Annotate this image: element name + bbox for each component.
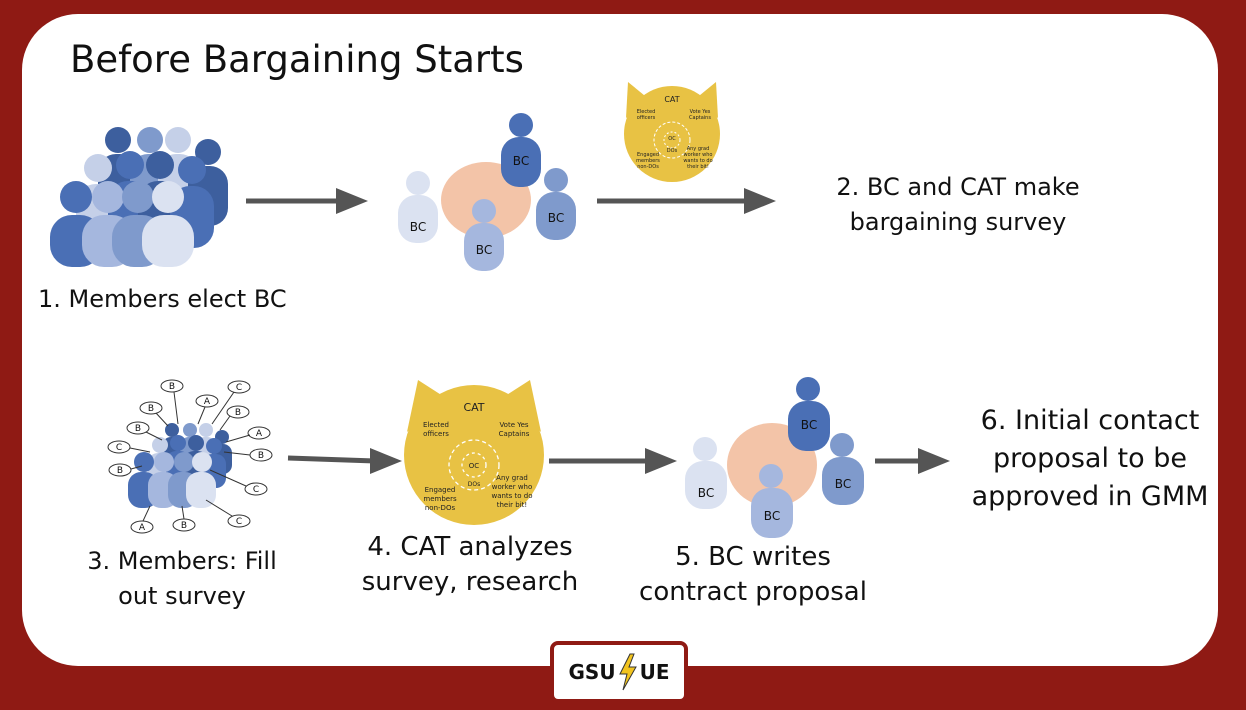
- slide-title: Before Bargaining Starts: [70, 38, 524, 81]
- step-3-label: 3. Members: Fill out survey: [62, 544, 302, 614]
- bubble-letter: B: [169, 382, 175, 392]
- step-6-label: 6. Initial contact proposal to be approv…: [950, 402, 1230, 516]
- bc-label: BC: [476, 243, 492, 257]
- logo-left-text: GSU: [568, 660, 616, 684]
- cat-engaged: Engaged: [425, 486, 456, 494]
- bubble-letter: B: [148, 404, 154, 414]
- step-6-line: proposal to be: [993, 443, 1187, 474]
- cat-small-icon: [624, 82, 720, 182]
- bc-label: BC: [801, 418, 817, 432]
- logo-right-text: UE: [639, 660, 670, 684]
- cat-grad: their bit!: [497, 501, 527, 509]
- cat-grad: Any grad: [687, 146, 710, 152]
- step-6-line: 6. Initial contact: [980, 405, 1200, 436]
- cat-elected: officers: [637, 115, 656, 121]
- step-3-line: 3. Members: Fill: [87, 547, 277, 575]
- cat-engaged: members: [636, 158, 660, 164]
- cat-name: CAT: [463, 401, 484, 414]
- bubble-letter: A: [139, 523, 146, 533]
- step-5-label: 5. BC writes contract proposal: [618, 540, 888, 610]
- arrow-3: [287, 448, 402, 474]
- members-crowd-icon: [50, 127, 228, 267]
- bubble-letter: A: [204, 397, 211, 407]
- cat-engaged: non-DOs: [425, 504, 456, 512]
- cat-grad: worker who: [492, 483, 533, 491]
- speech-bubbles: [107, 379, 273, 534]
- bubble-letter: B: [117, 466, 123, 476]
- arrow-2: [597, 188, 776, 214]
- cat-dos: DOs: [468, 481, 480, 488]
- slide-card: [22, 14, 1218, 666]
- step-2-label: 2. BC and CAT make bargaining survey: [818, 170, 1098, 240]
- cat-vote: Vote Yes: [499, 421, 528, 429]
- cat-grad: worker who: [684, 152, 713, 158]
- gsuue-logo: GSU UE: [550, 641, 688, 703]
- cat-elected: Elected: [637, 109, 656, 115]
- bubble-letter: B: [181, 521, 187, 531]
- cat-dos: DOs: [667, 148, 678, 154]
- bc-label: BC: [764, 509, 780, 523]
- cat-grad: Any grad: [496, 474, 528, 482]
- bc-group-icon-1: [398, 113, 576, 271]
- bubble-letter: C: [253, 485, 259, 495]
- cat-vote: Captains: [689, 115, 711, 121]
- cat-grad: wants to do: [683, 158, 712, 164]
- cat-oc: OC: [469, 462, 480, 470]
- arrow-5: [875, 448, 950, 474]
- step-4-line: survey, research: [361, 567, 579, 597]
- cat-oc: OC: [668, 136, 676, 142]
- cat-elected: officers: [423, 430, 449, 438]
- cat-name: CAT: [664, 95, 679, 104]
- step-3-line: out survey: [118, 582, 246, 610]
- arrow-1: [246, 188, 368, 214]
- bubble-letter: B: [235, 408, 241, 418]
- cat-engaged: Engaged: [637, 152, 659, 158]
- lightning-bolt-icon: [618, 653, 637, 691]
- bc-label: BC: [410, 220, 426, 234]
- step-1-label: 1. Members elect BC: [38, 285, 287, 313]
- cat-vote: Vote Yes: [690, 109, 711, 115]
- step-6-line: approved in GMM: [971, 481, 1209, 512]
- bubble-letter: C: [116, 443, 122, 453]
- arrow-4: [549, 448, 677, 474]
- cat-vote: Captains: [499, 430, 530, 438]
- cat-large-icon: [404, 380, 544, 525]
- bc-label: BC: [513, 154, 529, 168]
- cat-grad: wants to do: [491, 492, 532, 500]
- step-5-line: 5. BC writes: [675, 542, 831, 572]
- cat-grad: their bit!: [687, 164, 709, 170]
- bc-label: BC: [698, 486, 714, 500]
- bubble-letter: C: [236, 517, 242, 527]
- bubble-letter: C: [236, 383, 242, 393]
- survey-crowd-icon: [128, 423, 232, 508]
- cat-elected: Elected: [423, 421, 449, 429]
- step-2-line: bargaining survey: [849, 208, 1067, 236]
- step-4-line: 4. CAT analyzes: [367, 532, 573, 562]
- bubble-letter: A: [256, 429, 263, 439]
- bubble-letter: B: [135, 424, 141, 434]
- bc-label: BC: [548, 211, 564, 225]
- cat-engaged: members: [423, 495, 457, 503]
- bc-group-icon-2: [685, 377, 864, 538]
- cat-engaged: non-DOs: [637, 164, 659, 170]
- bubble-letter: B: [258, 451, 264, 461]
- step-5-line: contract proposal: [639, 577, 867, 607]
- step-4-label: 4. CAT analyzes survey, research: [340, 530, 600, 600]
- step-2-line: 2. BC and CAT make: [836, 173, 1080, 201]
- bc-label: BC: [835, 477, 851, 491]
